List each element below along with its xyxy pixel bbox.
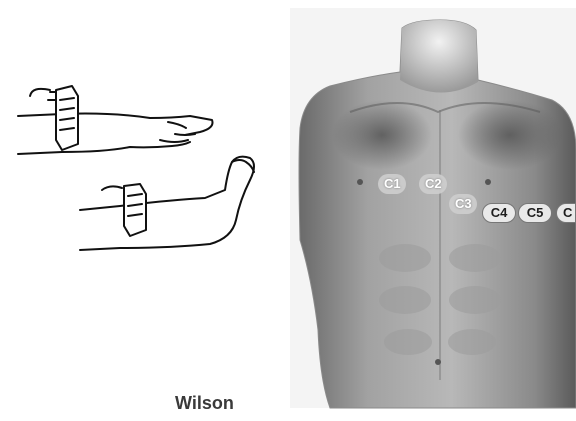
electrode-label: C2 (425, 176, 442, 191)
electrode-c3: C3 (449, 194, 477, 214)
electrode-label: C1 (384, 176, 401, 191)
leg-electrode-drawing (80, 157, 254, 250)
electrode-c5: C5 (518, 203, 552, 223)
arm-electrode-drawing (18, 86, 213, 154)
electrode-c1: C1 (378, 174, 406, 194)
electrode-label: C3 (455, 196, 472, 211)
electrode-label: C5 (527, 205, 544, 220)
electrode-c2: C2 (419, 174, 447, 194)
diagram-caption: Wilson (175, 393, 234, 414)
electrode-c6: C (556, 203, 576, 223)
electrode-c4: C4 (482, 203, 516, 223)
electrode-label: C4 (491, 205, 508, 220)
electrode-label: C (563, 205, 572, 220)
